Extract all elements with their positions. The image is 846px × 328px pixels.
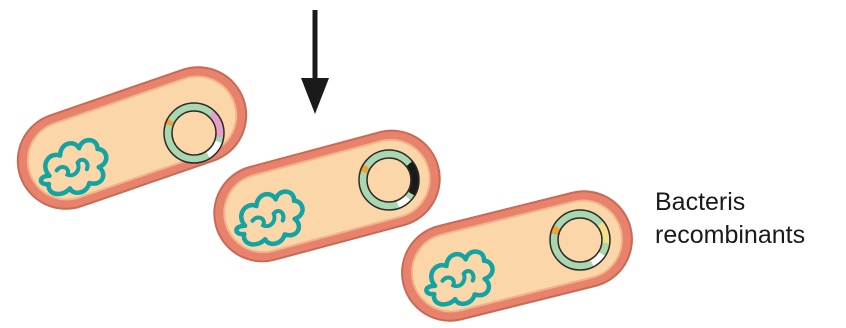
- caption-line-2: recombinants: [655, 219, 805, 252]
- plasmid-icon: [164, 103, 224, 163]
- plasmid-icon: [550, 210, 610, 270]
- recombinant-bacteria-label: Bacteris recombinants: [655, 186, 805, 252]
- down-arrow-icon: [301, 10, 329, 114]
- caption-line-1: Bacteris: [655, 186, 805, 219]
- plasmid-icon: [359, 150, 419, 210]
